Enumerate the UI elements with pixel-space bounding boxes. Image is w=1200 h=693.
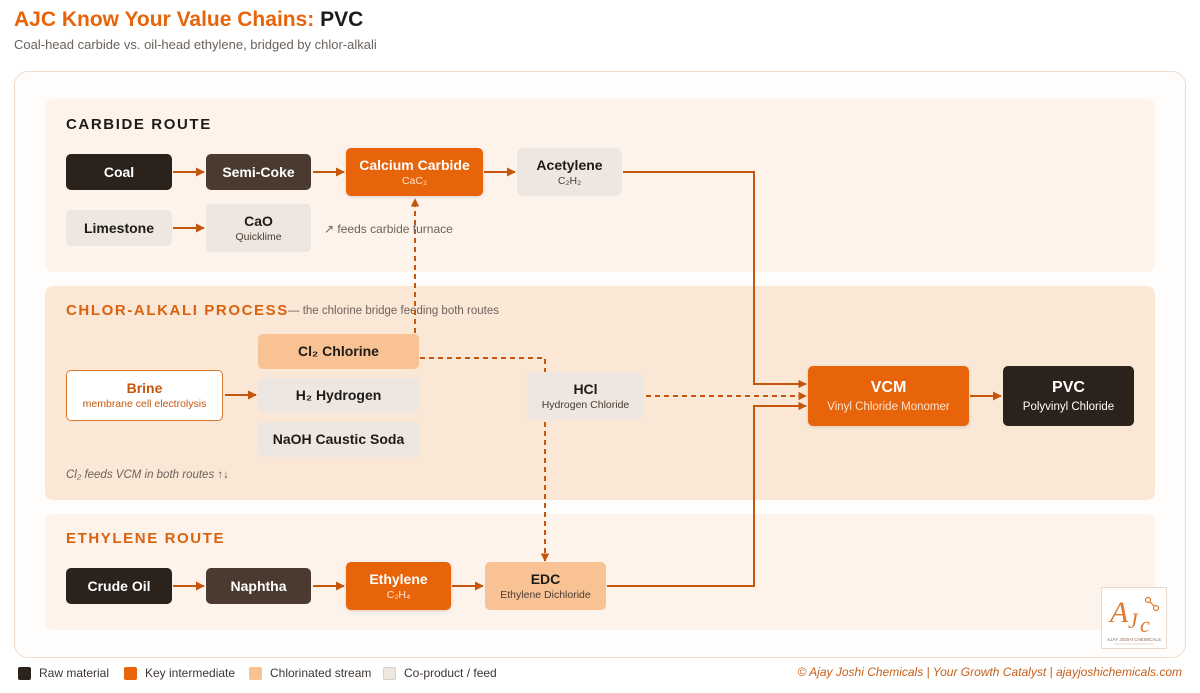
footer-credit: © Ajay Joshi Chemicals | Your Growth Cat… — [797, 665, 1182, 679]
node-semi-coke: Semi-Coke — [206, 154, 311, 190]
title-product: PVC — [320, 8, 364, 31]
svg-text:A: A — [1108, 596, 1129, 629]
chlorine-footnote: Cl₂ feeds VCM in both routes ↑↓ — [66, 469, 229, 481]
node-calcium-carbide: Calcium Carbide CaC₂ — [346, 148, 483, 196]
node-caustic-soda: NaOH Caustic Soda — [258, 422, 419, 457]
node-hydrogen: H₂ Hydrogen — [258, 378, 419, 413]
ajc-logo-mark: A J c AJAY JOSHI CHEMICALS — [1107, 596, 1161, 645]
node-vcm: VCM Vinyl Chloride Monomer — [808, 366, 969, 426]
node-pvc: PVC Polyvinyl Chloride — [1003, 366, 1134, 426]
title-accent: AJC Know Your Value Chains: — [14, 8, 315, 31]
legend-swatch-coproduct — [383, 666, 396, 680]
legend-coproduct-feed: Co-product / feed — [383, 665, 497, 681]
node-coal: Coal — [66, 154, 172, 190]
legend-key-intermediate: Key intermediate — [124, 665, 235, 681]
cao-note: ↗ feeds carbide furnace — [324, 222, 453, 236]
node-cao: CaO Quicklime — [206, 204, 311, 252]
node-acetylene: Acetylene C₂H₂ — [517, 148, 622, 196]
node-ethylene: Ethylene C₂H₄ — [346, 562, 451, 610]
svg-text:c: c — [1140, 612, 1150, 637]
legend-raw-material: Raw material — [18, 665, 109, 681]
svg-text:J: J — [1128, 608, 1139, 633]
node-crude-oil: Crude Oil — [66, 568, 172, 604]
node-edc: EDC Ethylene Dichloride — [485, 562, 606, 610]
node-limestone: Limestone — [66, 210, 172, 246]
node-hcl: HCl Hydrogen Chloride — [527, 372, 644, 420]
node-chlorine: Cl₂ Chlorine — [258, 334, 419, 369]
ajc-logo: A J c AJAY JOSHI CHEMICALS — [1101, 587, 1167, 649]
svg-text:AJAY JOSHI CHEMICALS: AJAY JOSHI CHEMICALS — [1107, 637, 1161, 642]
legend-swatch-key — [124, 666, 137, 680]
page-title: AJC Know Your Value Chains: PVC — [14, 8, 363, 32]
chlor-alkali-tagline: — the chlorine bridge feeding both route… — [288, 305, 499, 317]
legend-chlorinated-stream: Chlorinated stream — [249, 665, 371, 681]
node-brine: Brine membrane cell electrolysis — [66, 370, 223, 421]
page-subtitle: Coal-head carbide vs. oil-head ethylene,… — [14, 37, 377, 52]
node-naphtha: Naphtha — [206, 568, 311, 604]
legend-swatch-raw — [18, 666, 31, 680]
carbide-route-label: CARBIDE ROUTE — [66, 116, 212, 133]
ethylene-route-label: ETHYLENE ROUTE — [66, 530, 226, 547]
arrow-edc-vcm — [607, 401, 807, 587]
chlor-alkali-label: CHLOR-ALKALI PROCESS — [66, 302, 289, 319]
arrow-acetylene-vcm — [623, 171, 807, 389]
legend-swatch-chlorinated — [249, 666, 262, 680]
